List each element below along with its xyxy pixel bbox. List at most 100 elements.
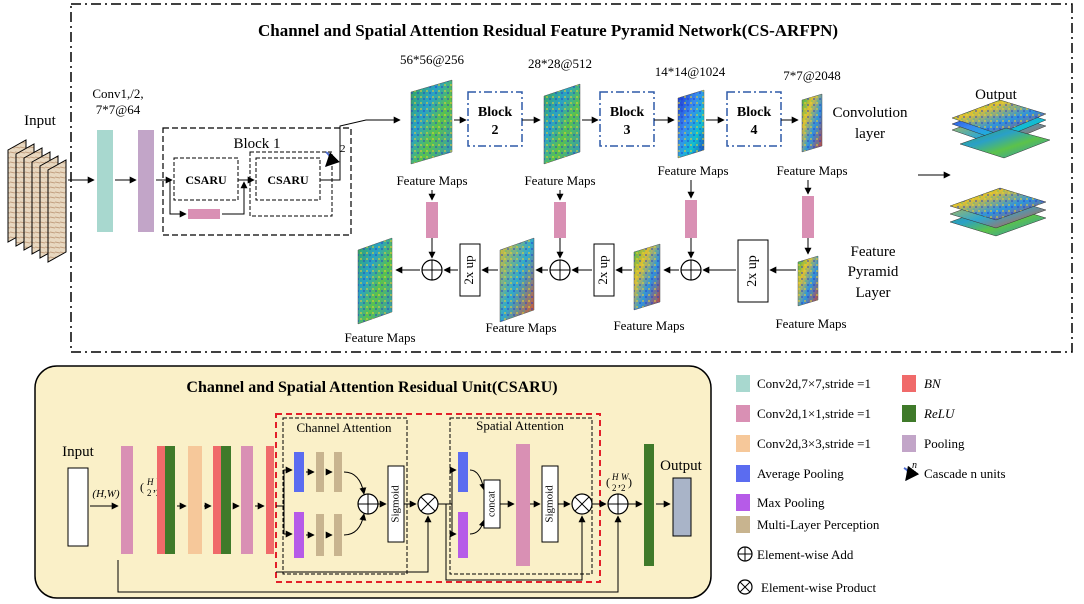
sa-concat-label: concat [486,491,497,517]
feature-maps-label-p2: Feature Maps [344,330,415,345]
legend-item-9: ReLU [923,406,956,421]
lateral-conv-3 [685,200,697,238]
feature-map-c4 [677,89,705,159]
csaru-relu-out [644,444,654,566]
feature-map-c2 [410,79,453,165]
block4-word: Block [737,105,771,120]
ca-max-pool [294,512,304,558]
ca-mlp-2 [334,452,342,492]
block4 [726,91,782,147]
dim-2: 28*28@512 [528,56,592,71]
legend-item-3: Average Pooling [757,466,844,481]
spatial-attention-frame [449,417,593,575]
feature-map-p4 [633,243,661,311]
legend-blue-swatch [736,465,750,482]
block3-num: 3 [624,123,631,138]
block2-word: Block [478,105,512,120]
feature-maps-label-p5: Feature Maps [775,316,846,331]
csaru-frame-2 [255,157,321,201]
svg-text:,: , [153,480,156,494]
legend-item-0: Conv2d,7×7,stride =1 [757,376,871,391]
output-stack-2 [949,187,1047,237]
top-panel-frame [70,3,1073,353]
csaru-conv1x1-a [121,446,133,554]
csaru-bn-a [157,446,165,554]
fpn-label-a: Feature [851,244,896,260]
feature-map-p5 [797,255,819,307]
svg-text:H: H [146,477,154,487]
feature-maps-label-4: Feature Maps [776,163,847,178]
ca-mlp-4 [334,514,342,556]
feature-maps-label-1: Feature Maps [396,173,467,188]
cascade-count: 2 [340,143,346,155]
csaru-relu-b [221,446,231,554]
spatial-attention-label: Spatial Attention [476,418,564,433]
legend-teal-swatch [736,375,750,392]
csaru-relu-a [165,446,175,554]
feature-map-c3 [543,83,581,165]
svg-text:2: 2 [147,488,152,498]
feature-map-p3 [499,237,535,323]
svg-text:2: 2 [621,483,626,493]
top-input-label: Input [24,113,56,129]
dim-4: 7*7@2048 [783,68,840,83]
csaru-label-1: CSARU [185,173,227,187]
legend-product-icon [737,579,753,595]
legend-red-swatch [902,375,916,392]
residual-add-icon [607,493,629,515]
lateral-conv-4 [802,196,814,238]
upsample-box-2 [593,243,615,297]
legend-item-4: Max Pooling [757,495,825,510]
csaru-output-block [672,477,692,537]
legend: Conv2d,7×7,stride =1 Conv2d,1×1,stride =… [736,375,1006,595]
block2-num: 2 [492,123,499,138]
hw-half-label-2: ( H 2 , W 2 ) [606,472,632,493]
csaru-cascade-frame [249,151,333,217]
fpn-label-b: Pyramid [848,264,899,280]
add-icon-p2 [421,259,443,281]
upsample-label-2: 2x up [595,255,610,284]
svg-text:): ) [628,475,632,489]
add-icon-p4 [680,259,702,281]
upsample-box-1 [459,243,481,297]
svg-text:W: W [621,472,630,482]
sa-product-icon [571,493,593,515]
ca-add-icon [357,493,379,515]
csaru-bn-c [266,446,274,554]
svg-text:2: 2 [612,483,617,493]
legend-item-8: BN [924,376,942,391]
upsample-box-3 [737,239,769,303]
csaru-input-block [67,467,89,547]
legend-item-1: Conv2d,1×1,stride =1 [757,406,871,421]
feature-maps-label-p4: Feature Maps [613,318,684,333]
top-output-label: Output [975,87,1018,103]
upsample-label-3: 2x up [745,255,760,287]
svg-text:(: ( [606,475,610,489]
legend-orange-swatch [736,435,750,452]
attention-dashed-frame [275,413,601,583]
csaru-label-2: CSARU [267,173,309,187]
block4-num: 4 [751,123,758,138]
upsample-label-1: 2x up [461,255,476,284]
csaru-frame-1 [173,157,239,201]
block3-word: Block [610,105,644,120]
legend-item-7: Element-wise Product [761,580,877,595]
feature-map-c5 [801,93,823,153]
legend-cascade-n: n [912,460,917,471]
ca-mlp-3 [316,514,324,556]
sa-avg-pool [458,452,468,492]
pooling-layer [138,130,154,232]
ca-avg-pool [294,452,304,492]
add-icon-p3 [549,259,571,281]
lateral-conv-2 [554,202,566,238]
feature-map-p2 [357,237,393,325]
csaru-title: Channel and Spatial Attention Residual U… [186,379,557,396]
block1-frame [162,127,352,236]
block1-label: Block 1 [233,136,280,152]
ca-sigmoid-label: Sigmoid [390,485,402,523]
cascade-icon [325,151,340,167]
ca-product-icon [417,493,439,515]
lateral-conv-1 [426,202,438,238]
conv1-label-b: 7*7@64 [96,102,141,117]
